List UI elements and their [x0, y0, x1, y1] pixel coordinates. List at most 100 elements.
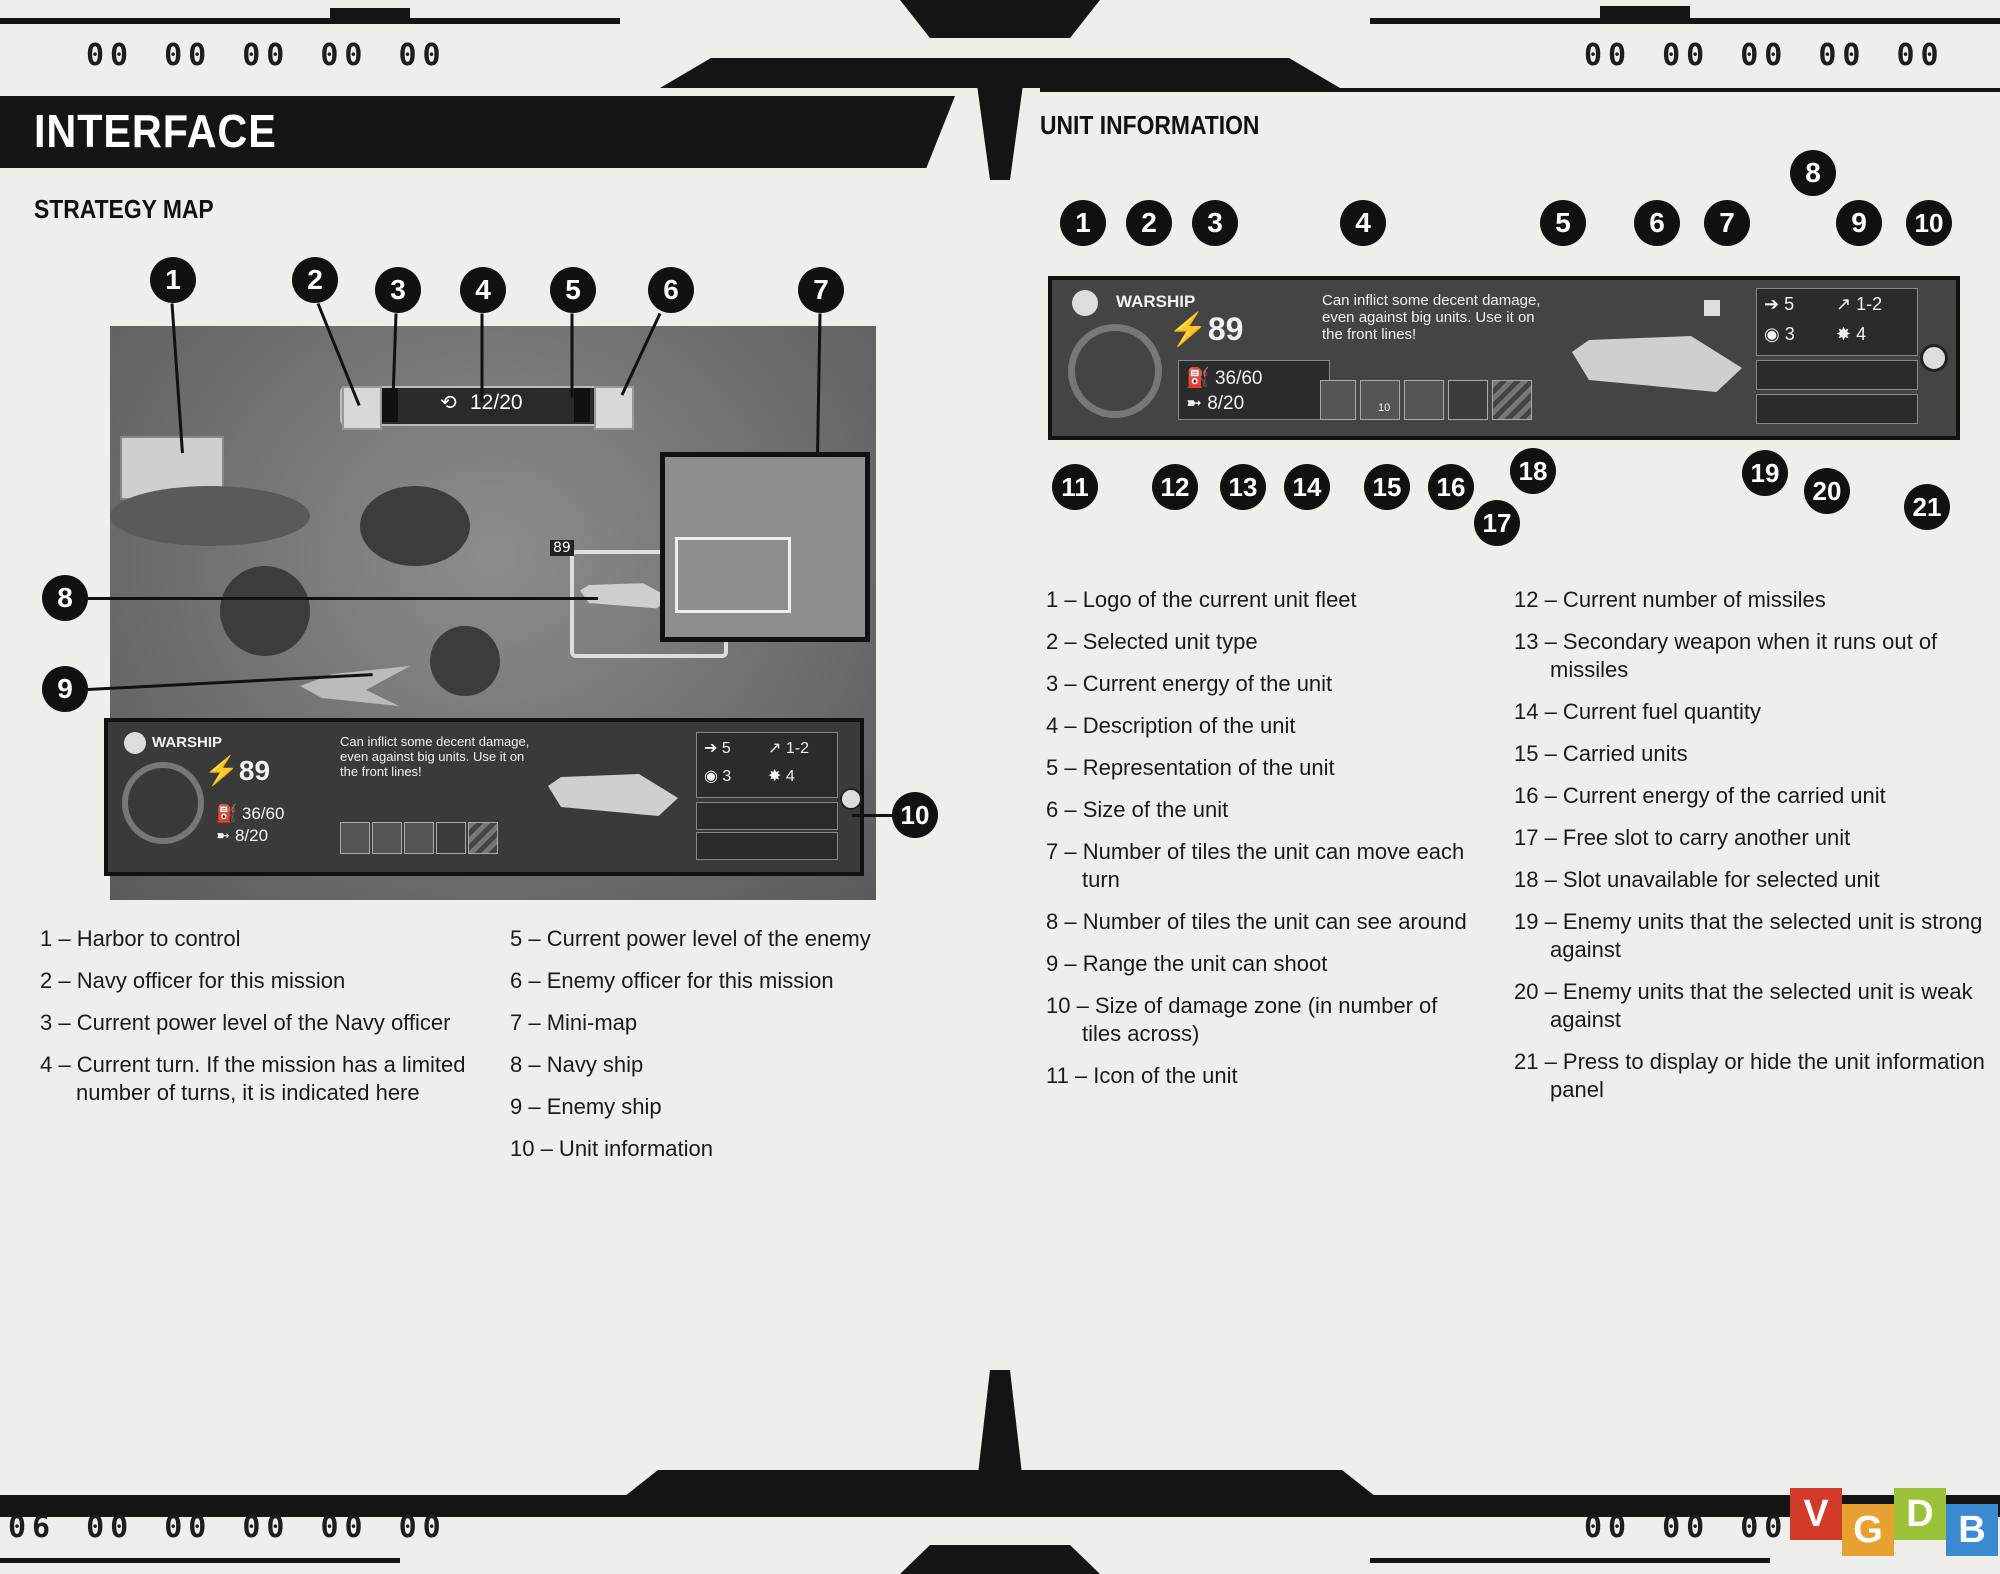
weak-against-row	[1756, 394, 1918, 424]
unit-energy: ⚡89	[204, 755, 271, 786]
callout-8: 8	[1790, 150, 1836, 196]
bottom-right-rule	[1370, 1558, 1770, 1563]
unit-description: Can inflict some decent damage, even aga…	[1322, 292, 1541, 343]
unit-size-icon	[1704, 300, 1720, 316]
island	[220, 566, 310, 656]
legend-item: 15 – Carried units	[1514, 741, 1688, 766]
toggle-panel-button[interactable]	[840, 788, 862, 810]
turn-counter: 12/20	[470, 391, 523, 414]
carried-unit-energy: 10	[1378, 402, 1391, 414]
callout-1: 1	[150, 257, 196, 303]
unit-representation	[548, 774, 678, 816]
missiles-readout: ➼ 8/20	[1186, 393, 1245, 414]
callout-8: 8	[42, 575, 88, 621]
bottom-wing-right	[1000, 1470, 1380, 1500]
strategy-map-screenshot: ⟲ 12/20 89 WARSHIP ⚡89 ⛽ 36/60 ➼ 8/20 Ca…	[104, 326, 876, 900]
legend-item: 6 – Enemy officer for this mission	[510, 968, 834, 993]
leader-4	[480, 313, 484, 402]
unit-icon-ring	[122, 762, 204, 844]
callout-17: 17	[1474, 500, 1520, 546]
weak-against-row	[696, 832, 838, 860]
minimap-view	[675, 537, 791, 613]
callout-5: 5	[1540, 200, 1586, 246]
callout-16: 16	[1428, 464, 1474, 510]
callout-4: 4	[460, 267, 506, 313]
callout-20: 20	[1804, 468, 1850, 514]
legend-item: 18 – Slot unavailable for selected unit	[1514, 867, 1880, 892]
move-stat: ➔ 5	[704, 740, 731, 757]
top-right-rule-2	[1600, 6, 1690, 22]
callout-3: 3	[1192, 200, 1238, 246]
leader-5	[570, 313, 574, 398]
watermark-b: B	[1946, 1504, 1998, 1556]
legend-item: 8 – Number of tiles the unit can see aro…	[1046, 909, 1467, 934]
carried-unit-slot	[340, 822, 370, 854]
unavailable-slot	[1492, 380, 1532, 420]
unit-description: Can inflict some decent damage, even aga…	[340, 734, 530, 779]
callout-6: 6	[1634, 200, 1680, 246]
bottom-left-rule	[0, 1558, 400, 1563]
range-stat: ↗ 1-2	[768, 740, 809, 757]
top-left-rule-2	[330, 8, 410, 22]
watermark-g: G	[1842, 1504, 1894, 1556]
watermark-v: V	[1790, 1488, 1842, 1540]
move-stat: ➔ 5	[1764, 294, 1795, 314]
strategy-map-heading: STRATEGY MAP	[34, 194, 214, 224]
legend-item: 19 – Enemy units that the selected unit …	[1514, 909, 1983, 962]
missiles-readout: ➼ 8/20	[216, 826, 269, 845]
callout-7: 7	[798, 267, 844, 313]
free-slot	[436, 822, 466, 854]
callout-10: 10	[1906, 200, 1952, 246]
legend-item: 17 – Free slot to carry another unit	[1514, 825, 1851, 850]
navy-ship-energy-marker: 89	[550, 540, 574, 556]
carried-unit-slot	[404, 822, 434, 854]
upper-right-rule	[1040, 88, 2000, 92]
callout-4: 4	[1340, 200, 1386, 246]
callout-11: 11	[1052, 464, 1098, 510]
secondary-weapon-slot	[1320, 380, 1356, 420]
strong-against-row	[1756, 360, 1918, 390]
top-left-rule	[0, 18, 620, 24]
damage-zone-stat: ✸ 4	[1836, 324, 1867, 344]
navy-power-gauge	[382, 388, 398, 422]
stats-box	[1756, 288, 1918, 356]
callout-2: 2	[1126, 200, 1172, 246]
top-center-block	[900, 0, 1100, 38]
legend-item: 8 – Navy ship	[510, 1052, 644, 1077]
legend-item: 13 – Secondary weapon when it runs out o…	[1514, 629, 1938, 682]
unit-representation	[1572, 336, 1742, 392]
callout-15: 15	[1364, 464, 1410, 510]
legend-item: 16 – Current energy of the carried unit	[1514, 783, 1886, 808]
sight-stat: ◉ 3	[1764, 324, 1795, 344]
legend-item: 10 – Unit information	[510, 1136, 713, 1161]
callout-6: 6	[648, 267, 694, 313]
callout-13: 13	[1220, 464, 1266, 510]
legend-item: 4 – Current turn. If the mission has a l…	[40, 1052, 466, 1105]
spine-top	[975, 70, 1025, 180]
bottom-center-block	[900, 1545, 1100, 1574]
unit-info-panel-large: WARSHIP ⚡89 ⛽ 36/60 ➼ 8/20 Can inflict s…	[1048, 276, 1960, 440]
callout-2: 2	[292, 257, 338, 303]
callout-18: 18	[1510, 448, 1556, 494]
legend-item: 3 – Current energy of the unit	[1046, 671, 1333, 696]
legend-item: 7 – Number of tiles the unit can move ea…	[1046, 839, 1465, 892]
legend-item: 11 – Icon of the unit	[1046, 1063, 1238, 1088]
toggle-panel-button[interactable]	[1920, 344, 1948, 372]
fleet-logo-icon	[1072, 290, 1098, 316]
unavailable-slot	[468, 822, 498, 854]
legend-item: 5 – Representation of the unit	[1046, 755, 1335, 780]
free-slot	[1448, 380, 1488, 420]
stats-box	[696, 732, 838, 798]
legend-item: 20 – Enemy units that the selected unit …	[1514, 979, 1973, 1032]
fuel-readout: ⛽ 36/60	[216, 804, 285, 823]
sight-stat: ◉ 3	[704, 768, 732, 785]
range-stat: ↗ 1-2	[1836, 294, 1883, 314]
carried-unit-slot	[1360, 380, 1400, 420]
legend-item: 14 – Current fuel quantity	[1514, 699, 1762, 724]
page-number: 06	[8, 1510, 57, 1545]
strong-against-row	[696, 802, 838, 830]
fuel-readout: ⛽ 36/60	[1186, 368, 1263, 389]
